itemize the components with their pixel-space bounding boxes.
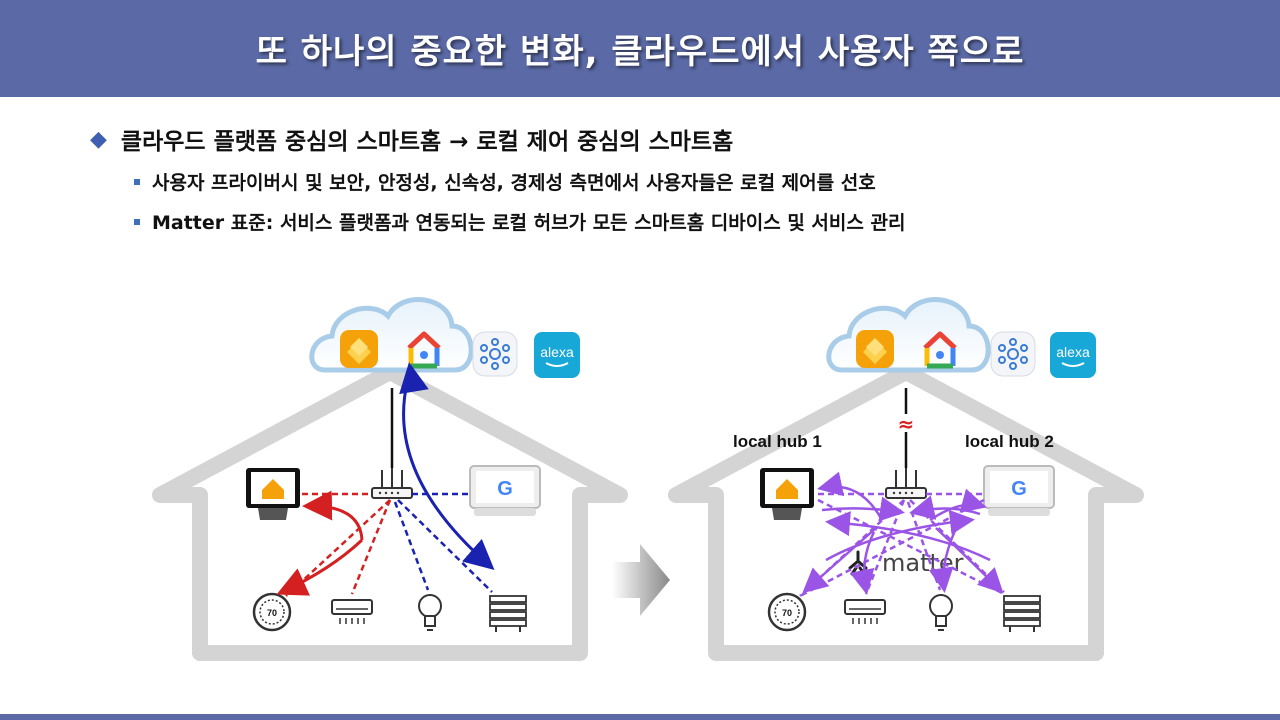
thermostat-icon: 70 bbox=[252, 592, 292, 632]
thermostat-icon: 70 bbox=[767, 592, 807, 632]
disconnect-symbol: ≈ bbox=[898, 412, 915, 436]
blue-arrow-cloud-start bbox=[399, 362, 429, 395]
smart-display-icon bbox=[760, 468, 814, 520]
left-house: alexa G bbox=[152, 297, 628, 661]
house-outline bbox=[152, 364, 628, 661]
google-display-icon: G bbox=[983, 465, 1055, 516]
alexa-label: alexa bbox=[1056, 344, 1090, 360]
local-hub-1-label: local hub 1 bbox=[733, 432, 822, 451]
apple-home-icon bbox=[856, 330, 894, 368]
main-bullet-text: 클라우드 플랫폼 중심의 스마트홈 → 로컬 제어 중심의 스마트홈 bbox=[120, 129, 734, 155]
sub-bullet-1-text: 사용자 프라이버시 및 보안, 안정성, 신속성, 경제성 측면에서 사용자들은… bbox=[152, 172, 876, 194]
air-conditioner-icon bbox=[331, 599, 373, 624]
red-link-ac bbox=[350, 499, 392, 595]
alexa-icon: alexa bbox=[1050, 332, 1096, 378]
sub-bullet-2: Matter 표준: 서비스 플랫폼과 연동되는 로컬 허브가 모든 스마트홈 … bbox=[134, 208, 905, 235]
smartthings-icon bbox=[990, 331, 1036, 377]
thermostat-value: 70 bbox=[267, 608, 277, 618]
title-bar: 또 하나의 중요한 변화, 클라우드에서 사용자 쪽으로 bbox=[0, 0, 1280, 97]
red-arrow-to-display bbox=[302, 490, 364, 541]
alexa-label: alexa bbox=[540, 344, 574, 360]
air-conditioner-icon bbox=[844, 599, 886, 624]
google-display-icon: G bbox=[469, 465, 541, 516]
radiator-icon bbox=[1003, 595, 1041, 632]
radiator-icon bbox=[489, 595, 527, 632]
diamond-bullet-icon: ◆ bbox=[90, 126, 107, 152]
sub-bullet-2-text: Matter 표준: 서비스 플랫폼과 연동되는 로컬 허브가 모든 스마트홈 … bbox=[152, 212, 906, 234]
sub-bullet-1: 사용자 프라이버시 및 보안, 안정성, 신속성, 경제성 측면에서 사용자들은… bbox=[134, 168, 876, 195]
router-icon bbox=[371, 468, 413, 499]
blue-arrow-cloud-radiator bbox=[402, 371, 495, 570]
matter-label: matter bbox=[882, 549, 964, 577]
main-bullet: ◆ 클라우드 플랫폼 중심의 스마트홈 → 로컬 제어 중심의 스마트홈 bbox=[90, 122, 733, 156]
red-arrow-to-thermostat bbox=[276, 538, 364, 596]
smart-display-icon bbox=[246, 468, 300, 520]
alexa-icon: alexa bbox=[534, 332, 580, 378]
cloud-icon bbox=[826, 297, 991, 373]
purple-arrows bbox=[802, 471, 1004, 595]
local-hub-2-label: local hub 2 bbox=[965, 432, 1054, 451]
svg-text:G: G bbox=[1011, 478, 1027, 500]
bottom-bar bbox=[0, 714, 1280, 720]
google-home-icon bbox=[923, 331, 957, 369]
house-outline bbox=[668, 364, 1144, 661]
thermostat-value: 70 bbox=[782, 608, 792, 618]
light-bulb-icon bbox=[929, 594, 953, 631]
square-bullet-icon bbox=[134, 178, 140, 185]
blue-links bbox=[393, 492, 493, 593]
right-house: alexa ≈ local hub 1 local hub 2 G bbox=[668, 297, 1144, 661]
blue-link-bulb bbox=[393, 501, 430, 591]
apple-home-icon bbox=[340, 330, 378, 368]
transition-arrow bbox=[612, 544, 670, 616]
blue-link-radiator bbox=[397, 499, 493, 593]
slide-title: 또 하나의 중요한 변화, 클라우드에서 사용자 쪽으로 bbox=[255, 32, 1025, 72]
cloud-icon bbox=[309, 297, 474, 373]
square-bullet-icon bbox=[134, 218, 140, 225]
light-bulb-icon bbox=[418, 594, 442, 631]
red-link-thermostat bbox=[285, 499, 391, 597]
router-icon bbox=[885, 468, 927, 499]
smartthings-icon bbox=[472, 331, 518, 377]
svg-text:G: G bbox=[497, 478, 513, 500]
